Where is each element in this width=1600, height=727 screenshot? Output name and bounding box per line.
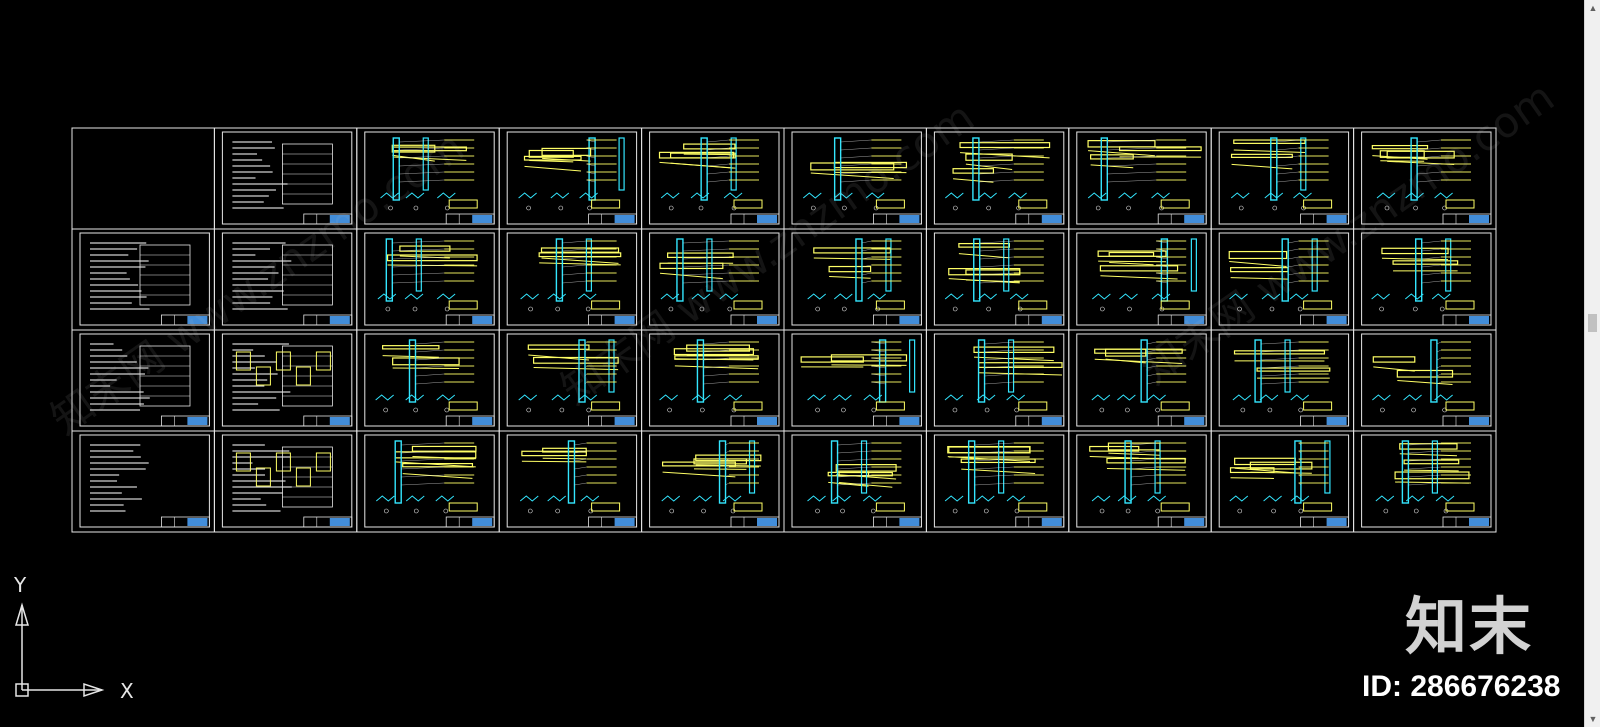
ucs-x-label: X bbox=[120, 679, 134, 703]
scroll-thumb[interactable] bbox=[1588, 314, 1597, 332]
drawing-sheet[interactable] bbox=[356, 228, 500, 331]
drawing-sheet[interactable] bbox=[783, 329, 927, 432]
drawing-sheet[interactable] bbox=[925, 127, 1070, 230]
ucs-y-label: Y bbox=[14, 573, 27, 597]
drawing-sheet[interactable] bbox=[1068, 430, 1212, 533]
drawing-sheet[interactable] bbox=[1068, 127, 1212, 230]
drawing-sheet[interactable] bbox=[213, 329, 358, 432]
drawing-sheet[interactable] bbox=[1353, 127, 1497, 230]
drawing-sheet[interactable] bbox=[925, 430, 1070, 533]
drawing-sheet[interactable] bbox=[498, 127, 643, 230]
drawing-sheet[interactable] bbox=[783, 430, 927, 533]
drawing-sheet[interactable] bbox=[1210, 127, 1355, 230]
brand-id-text: ID: 286676238 bbox=[1362, 670, 1561, 703]
brand-logo: 知末 bbox=[1405, 590, 1534, 663]
scroll-up-arrow[interactable]: ▲ bbox=[1588, 3, 1598, 13]
drawing-sheet[interactable] bbox=[356, 329, 500, 432]
drawing-sheet[interactable] bbox=[925, 329, 1070, 432]
drawing-sheet[interactable] bbox=[71, 127, 215, 230]
drawing-sheet[interactable] bbox=[213, 430, 358, 533]
drawing-sheet[interactable] bbox=[498, 329, 643, 432]
drawing-sheet[interactable] bbox=[1353, 329, 1497, 432]
scroll-down-arrow[interactable]: ▼ bbox=[1588, 714, 1598, 724]
drawing-sheet[interactable] bbox=[783, 127, 927, 230]
drawing-sheet[interactable] bbox=[356, 430, 500, 533]
drawing-sheet[interactable] bbox=[71, 430, 215, 533]
drawing-sheet[interactable] bbox=[213, 127, 358, 230]
drawing-sheet[interactable] bbox=[71, 329, 215, 432]
drawing-sheet[interactable] bbox=[641, 430, 785, 533]
drawing-sheet[interactable] bbox=[1068, 329, 1212, 432]
drawing-sheet[interactable] bbox=[1210, 430, 1355, 533]
drawing-sheet[interactable] bbox=[498, 228, 643, 331]
drawing-sheet[interactable] bbox=[925, 228, 1070, 331]
drawing-sheet[interactable] bbox=[1068, 228, 1212, 331]
drawing-sheet[interactable] bbox=[1353, 430, 1497, 533]
ucs-axis-icon bbox=[14, 602, 105, 698]
drawing-sheet[interactable] bbox=[498, 430, 643, 533]
vertical-scrollbar[interactable]: ▲ ▼ bbox=[1584, 0, 1600, 727]
